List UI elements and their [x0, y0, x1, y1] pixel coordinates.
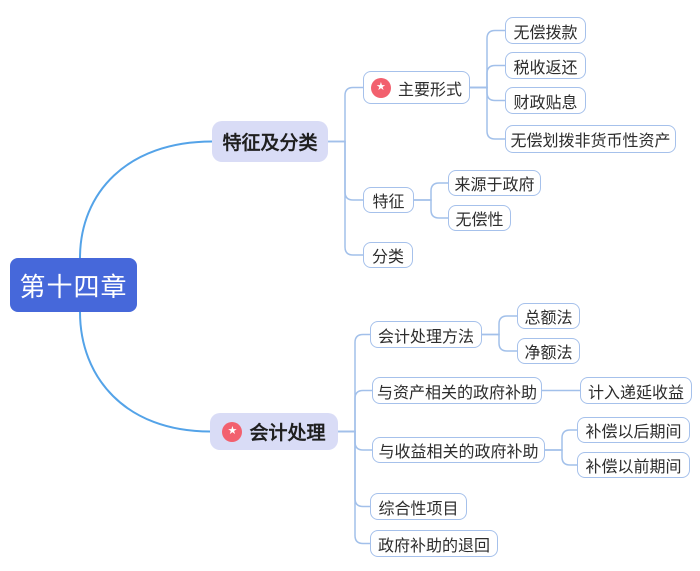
mindmap-node-fiscal-discount[interactable]: 财政贴息: [505, 87, 586, 114]
connector-line: [544, 449, 578, 466]
connector-line: [79, 140, 213, 259]
node-label: 特征: [372, 194, 405, 211]
mindmap-node-future-periods[interactable]: 补偿以后期间: [577, 417, 690, 443]
mindmap-node-branch-accounting[interactable]: ★ 会计处理: [210, 413, 338, 450]
mindmap-node-asset-grants[interactable]: 与资产相关的政府补助: [372, 377, 542, 404]
node-label: 综合性项目: [378, 500, 459, 518]
connector-line: [469, 29, 506, 89]
connector-line: [337, 430, 371, 508]
node-label: 与资产相关的政府补助: [376, 384, 537, 402]
node-label: 财政贴息: [513, 94, 578, 112]
connector-line: [337, 430, 371, 545]
star-icon: ★: [222, 421, 243, 442]
connector-line: [481, 333, 518, 352]
mindmap-node-main-forms[interactable]: ★ 主要形式: [363, 71, 470, 104]
connector-line: [544, 429, 578, 451]
connector-line: [413, 199, 449, 219]
node-label: 来源于政府: [454, 177, 535, 194]
connector-line: [337, 389, 373, 433]
mindmap-node-net-method[interactable]: 净额法: [517, 338, 580, 364]
connector-line: [469, 86, 506, 102]
node-label: 与收益相关的政府补助: [378, 444, 539, 461]
node-label: 税收返还: [513, 59, 578, 77]
node-label: 特征及分类: [222, 133, 318, 154]
mindmap-node-gross-method[interactable]: 总额法: [517, 303, 580, 329]
mindmap-node-gratuitous[interactable]: 无偿性: [448, 205, 511, 231]
connector-line: [481, 315, 518, 336]
mindmap-node-income-grants[interactable]: 与收益相关的政府补助: [372, 437, 545, 463]
mindmap-node-features[interactable]: 特征: [363, 187, 414, 213]
mindmap-node-comprehensive[interactable]: 综合性项目: [370, 493, 467, 520]
node-label: 补偿以后期间: [585, 424, 682, 441]
connector-line: [469, 86, 506, 140]
connector-line: [327, 140, 364, 256]
node-label: 无偿划拨非货币性资产: [510, 133, 671, 150]
node-label: 无偿性: [455, 212, 504, 229]
node-label: 计入递延收益: [587, 384, 684, 402]
mindmap-node-branch-features[interactable]: 特征及分类: [212, 121, 328, 162]
mindmap-node-root[interactable]: 第十四章: [10, 258, 137, 312]
node-label: 会计处理: [249, 423, 326, 444]
node-label: 净额法: [524, 345, 573, 362]
node-label: 分类: [371, 249, 404, 266]
node-label: 总额法: [524, 310, 573, 327]
star-icon: ★: [370, 77, 391, 98]
connector-line: [337, 430, 373, 451]
connector-line: [413, 182, 449, 201]
mindmap-node-prior-periods[interactable]: 补偿以前期间: [577, 452, 690, 478]
node-label: 补偿以前期间: [585, 459, 682, 476]
connector-line: [327, 86, 364, 143]
mindmap-node-grant-free[interactable]: 无偿拨款: [505, 17, 586, 44]
mindmap-node-deferred-income[interactable]: 计入递延收益: [580, 377, 692, 404]
mindmap-node-accounting-methods[interactable]: 会计处理方法: [370, 321, 482, 348]
mindmap-node-classification[interactable]: 分类: [363, 242, 413, 268]
connector-line: [469, 64, 506, 89]
connector-line: [327, 140, 364, 201]
mindmap-node-nonmonetary-assets[interactable]: 无偿划拨非货币性资产: [505, 125, 676, 153]
mindmap-node-tax-refund[interactable]: 税收返还: [505, 52, 586, 79]
connector-line: [79, 311, 211, 433]
connector-line: [337, 333, 371, 433]
node-label: 政府补助的退回: [377, 537, 490, 555]
node-label: 会计处理方法: [377, 328, 474, 346]
node-label: 主要形式: [397, 81, 462, 99]
mindmap-node-grant-return[interactable]: 政府补助的退回: [370, 530, 498, 557]
mindmap-node-from-government[interactable]: 来源于政府: [448, 170, 541, 196]
node-label: 无偿拨款: [513, 24, 578, 42]
node-label: 第十四章: [19, 271, 128, 302]
